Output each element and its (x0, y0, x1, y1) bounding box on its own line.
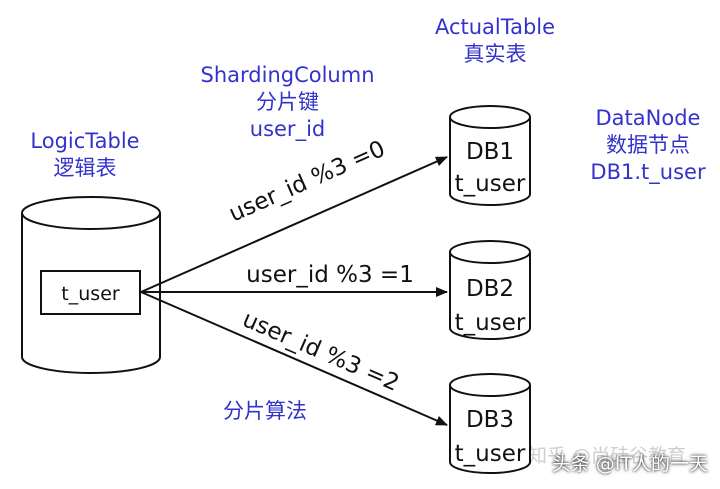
db2-cylinder: DB2 t_user (449, 240, 531, 340)
source-credit: 头条 @IT人的一天 (551, 453, 708, 475)
logic-table-label: LogicTable 逻辑表 (15, 128, 155, 182)
db1-cylinder: DB1 t_user (449, 105, 531, 206)
logic-table-zh: 逻辑表 (53, 156, 117, 180)
sharding-column-field: user_id (249, 117, 326, 141)
logic-table-cylinder: t_user (21, 196, 161, 374)
sharding-column-en: ShardingColumn (200, 63, 375, 87)
edge-label-db3: user_id %3 =2 (239, 306, 403, 396)
data-node-zh: 数据节点 (606, 133, 690, 157)
actual-table-zh: 真实表 (463, 42, 527, 66)
data-node-label: DataNode 数据节点 DB1.t_user (578, 105, 718, 186)
logic-table-en: LogicTable (30, 129, 140, 153)
data-node-en: DataNode (595, 106, 701, 130)
db1-name: DB1 (466, 139, 514, 165)
edge-label-db2: user_id %3 =1 (246, 262, 414, 288)
actual-table-label: ActualTable 真实表 (425, 14, 565, 68)
db2-name: DB2 (466, 276, 514, 302)
edge-label-db1: user_id %3 =0 (225, 136, 389, 227)
edge-arrow-db1 (140, 156, 448, 293)
db3-table: t_user (455, 441, 526, 467)
data-node-value: DB1.t_user (590, 160, 706, 184)
db3-cylinder: DB3 t_user (449, 373, 531, 474)
logic-table-inner-box (40, 270, 141, 315)
watermark: 知乎 @尚硅谷教育 (528, 445, 687, 467)
logic-table-inner-label: t_user (61, 283, 120, 305)
sharding-column-zh: 分片键 (256, 90, 319, 114)
actual-table-en: ActualTable (434, 15, 556, 39)
db2-table: t_user (455, 310, 526, 336)
sharding-column-label: ShardingColumn 分片键 user_id (185, 62, 390, 143)
db3-name: DB3 (466, 407, 514, 433)
sharding-algorithm-label: 分片算法 (223, 399, 307, 423)
edge-arrow-db3 (140, 291, 448, 426)
db1-table: t_user (455, 171, 526, 197)
